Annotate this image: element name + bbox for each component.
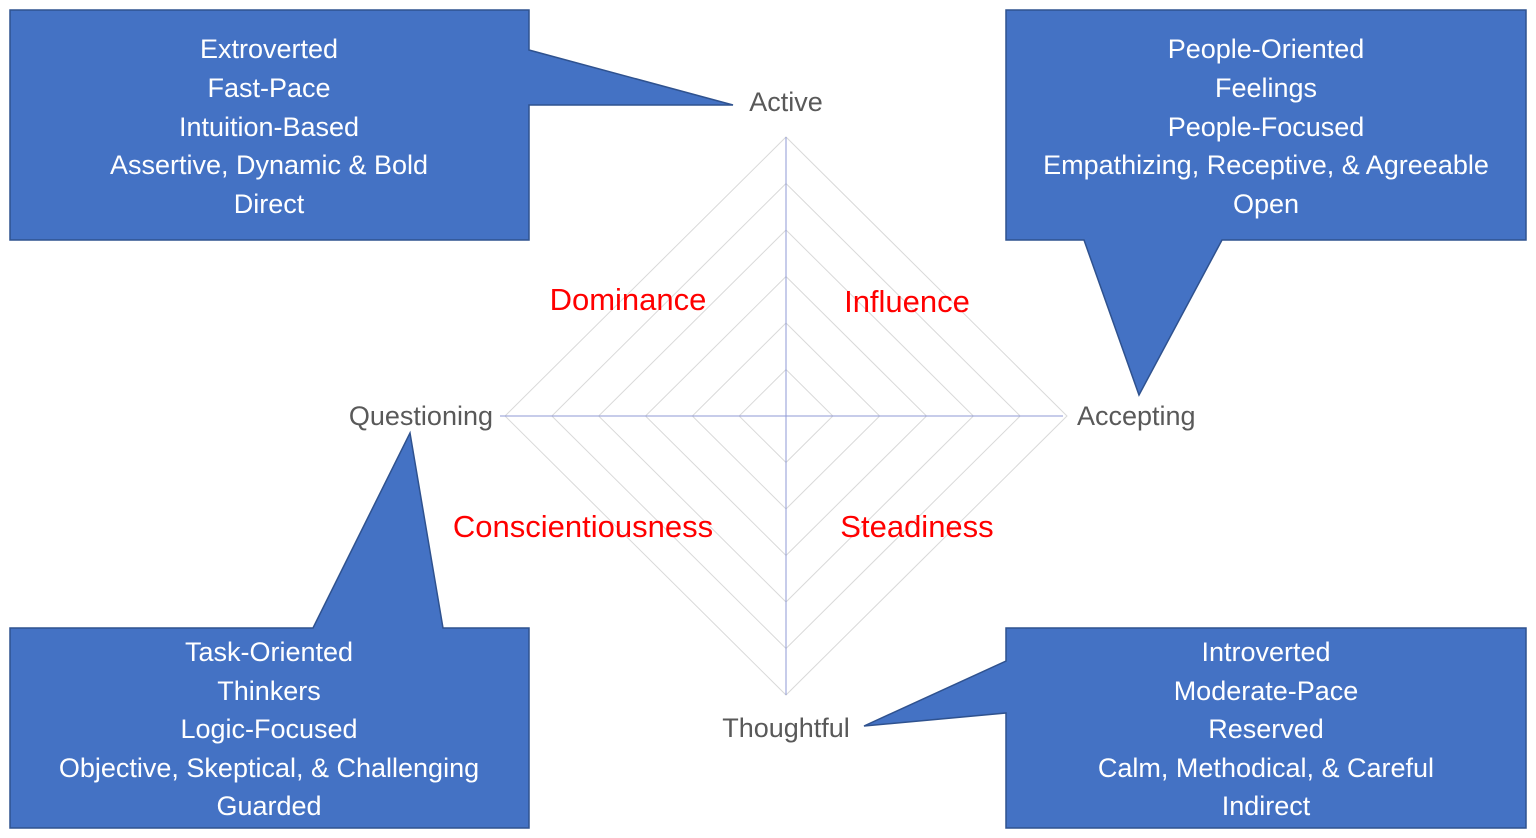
callout-bottom-right-shape: [863, 627, 1527, 829]
trait-line: Objective, Skeptical, & Challenging: [59, 753, 479, 783]
axis-label-thoughtful: Thoughtful: [722, 713, 850, 743]
trait-line: Intuition-Based: [179, 112, 359, 142]
trait-line: Introverted: [1201, 637, 1330, 667]
trait-line: Moderate-Pace: [1174, 676, 1359, 706]
trait-line: Direct: [234, 189, 305, 219]
trait-line: Empathizing, Receptive, & Agreeable: [1043, 150, 1489, 180]
callout-top-left-shape: [9, 9, 734, 241]
callout-bottom-right-text: Introverted Moderate-Pace Reserved Calm,…: [1098, 637, 1434, 821]
axis-label-accepting: Accepting: [1077, 401, 1196, 431]
trait-line: Task-Oriented: [185, 637, 353, 667]
callout-top-right-shape: [1005, 9, 1527, 397]
callout-bottom-left-shape: [9, 430, 530, 829]
trait-line: Logic-Focused: [180, 714, 357, 744]
callout-top-right-text: People-Oriented Feelings People-Focused …: [1043, 34, 1489, 219]
trait-line: Extroverted: [200, 34, 338, 64]
trait-line: Open: [1233, 189, 1299, 219]
quadrant-influence: Influence: [844, 284, 970, 319]
callout-bottom-left-text: Task-Oriented Thinkers Logic-Focused Obj…: [59, 637, 479, 821]
trait-line: Thinkers: [217, 676, 321, 706]
trait-line: Feelings: [1215, 73, 1317, 103]
trait-line: Fast-Pace: [207, 73, 330, 103]
trait-line: Reserved: [1208, 714, 1324, 744]
trait-line: People-Focused: [1168, 112, 1365, 142]
axis-label-questioning: Questioning: [349, 401, 493, 431]
trait-line: Guarded: [216, 791, 321, 821]
quadrant-conscientiousness: Conscientiousness: [453, 509, 713, 544]
axis-label-active: Active: [749, 87, 823, 117]
trait-line: Indirect: [1222, 791, 1311, 821]
trait-line: People-Oriented: [1168, 34, 1365, 64]
trait-line: Calm, Methodical, & Careful: [1098, 753, 1434, 783]
callout-top-left-text: Extroverted Fast-Pace Intuition-Based As…: [110, 34, 428, 219]
trait-line: Assertive, Dynamic & Bold: [110, 150, 428, 180]
quadrant-dominance: Dominance: [550, 282, 707, 317]
quadrant-steadiness: Steadiness: [840, 509, 993, 544]
